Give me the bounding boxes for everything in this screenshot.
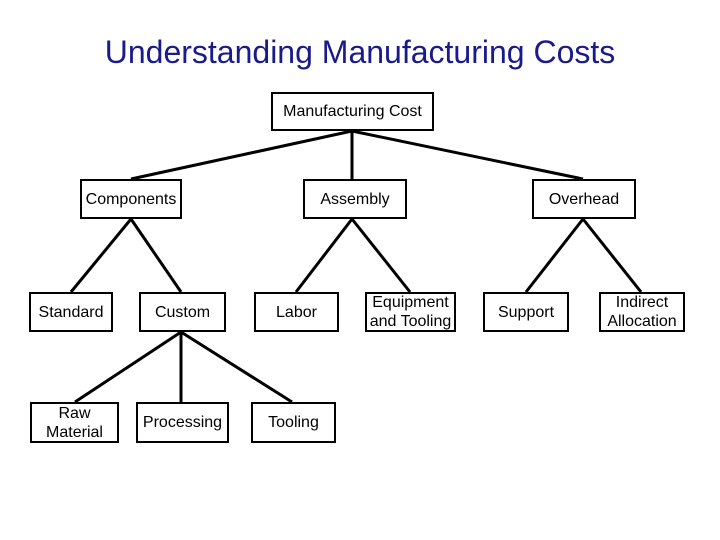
edge-custom-raw-material <box>74 330 182 404</box>
node-equipment-and-tooling: Equipment and Tooling <box>365 292 456 332</box>
node-label: Standard <box>38 303 104 321</box>
node-label: Raw Material <box>46 404 103 441</box>
node-label: Overhead <box>548 190 620 208</box>
edge-assembly-labor <box>294 218 354 293</box>
edge-overhead-support <box>524 218 585 293</box>
edge-custom-tooling <box>180 330 293 404</box>
node-label: Equipment and Tooling <box>369 294 452 330</box>
node-components: Components <box>80 179 182 219</box>
edge-root-components <box>130 129 353 181</box>
node-tooling: Tooling <box>251 402 336 443</box>
node-label: Components <box>85 190 177 208</box>
node-label: Custom <box>154 303 211 321</box>
node-label: Assembly <box>320 190 390 208</box>
page-title: Understanding Manufacturing Costs <box>104 34 616 70</box>
edge-root-overhead <box>351 129 584 181</box>
node-raw-material: Raw Material <box>30 402 119 443</box>
edge-components-standard <box>69 218 133 293</box>
node-label: Processing <box>142 414 223 431</box>
node-custom: Custom <box>139 292 226 332</box>
node-standard: Standard <box>29 292 113 332</box>
edge-overhead-indirect <box>581 218 643 293</box>
node-label: Manufacturing Cost <box>283 103 422 120</box>
node-support: Support <box>483 292 569 332</box>
node-assembly: Assembly <box>303 179 407 219</box>
node-label: Support <box>497 303 555 321</box>
node-indirect-allocation: Indirect Allocation <box>599 292 685 332</box>
edge-assembly-equipment <box>350 218 412 293</box>
node-processing: Processing <box>136 402 229 443</box>
node-label: Tooling <box>268 414 319 431</box>
node-label: Indirect Allocation <box>607 294 677 330</box>
node-overhead: Overhead <box>532 179 636 219</box>
node-label: Labor <box>276 303 317 321</box>
node-manufacturing-cost: Manufacturing Cost <box>271 92 434 131</box>
edge-components-custom <box>129 218 183 293</box>
node-labor: Labor <box>254 292 339 332</box>
